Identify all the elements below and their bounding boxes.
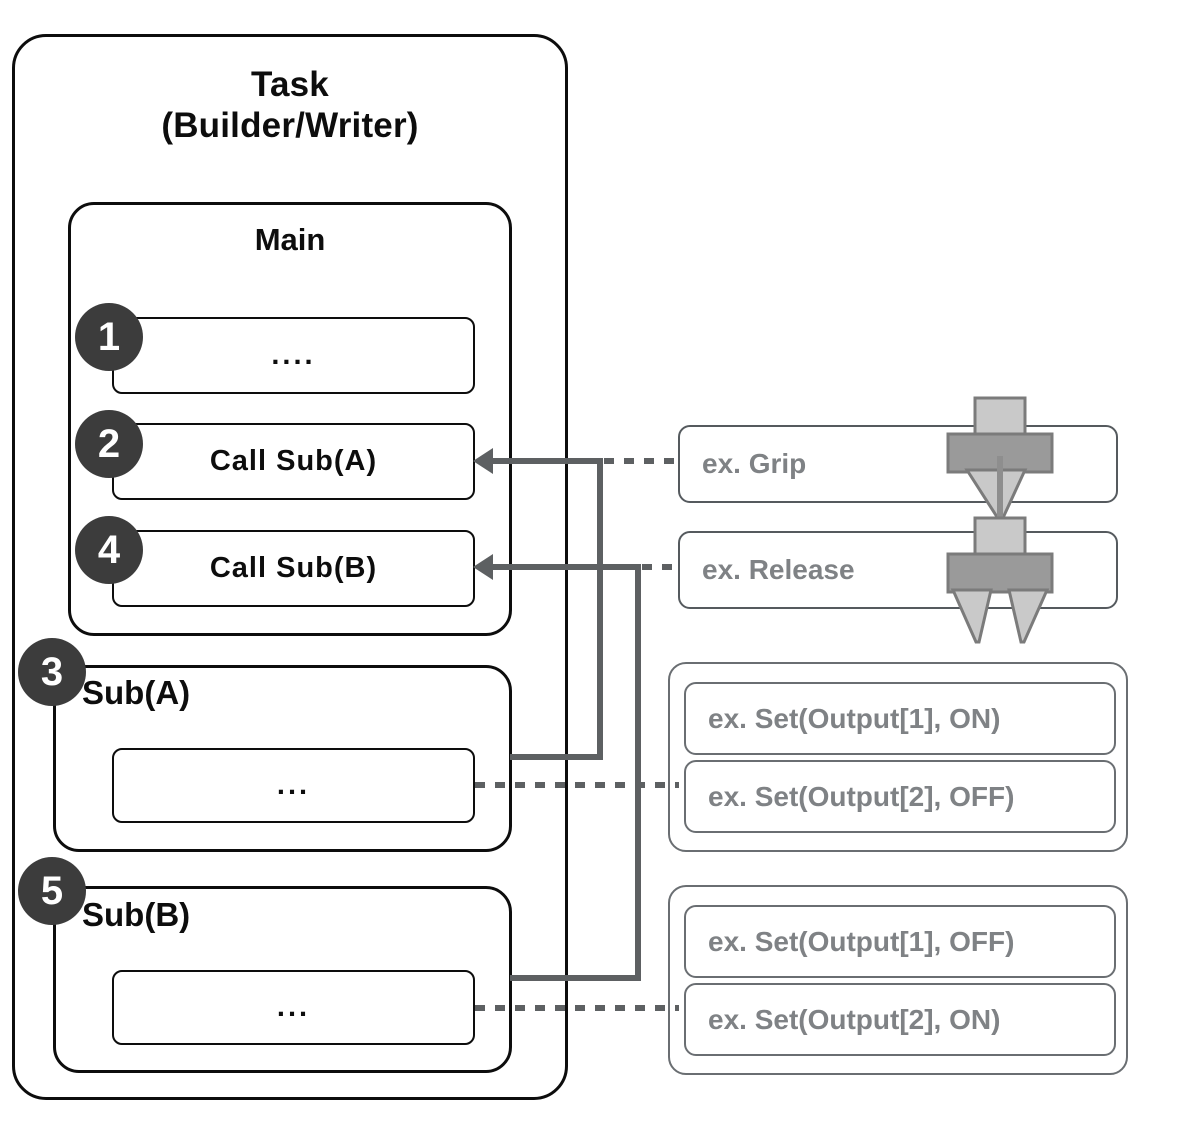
dotted-link-sub-b-outputs xyxy=(475,1005,679,1011)
step-badge-5-number: 5 xyxy=(40,868,64,913)
arrow-head-call-sub-b xyxy=(473,554,493,580)
sub-a-title-text: Sub(A) xyxy=(82,674,191,711)
step-badge-2-number: 2 xyxy=(97,421,121,466)
dotted-link-sub-a-outputs xyxy=(475,782,679,788)
main-statement-call-sub-b[interactable]: Call Sub(B) xyxy=(112,530,475,607)
connector-sub-a-vertical xyxy=(597,458,603,758)
main-statement-2-text: Call Sub(A) xyxy=(209,445,378,477)
arrow-head-call-sub-a xyxy=(473,448,493,474)
connector-sub-b-top xyxy=(492,564,638,570)
sub-b-statement-text: ... xyxy=(276,991,311,1023)
main-statement-call-sub-a[interactable]: Call Sub(A) xyxy=(112,423,475,500)
main-statement-3-text: Call Sub(B) xyxy=(209,552,378,584)
step-badge-3-number: 3 xyxy=(40,649,64,694)
connector-sub-a-bottom xyxy=(510,754,603,760)
dotted-link-grip xyxy=(604,458,680,464)
main-title: Main xyxy=(68,222,512,259)
step-badge-2: 2 xyxy=(75,410,143,478)
connector-sub-a-top xyxy=(492,458,600,464)
example-release-label: ex. Release xyxy=(702,554,855,585)
task-title-line2: (Builder/Writer) xyxy=(161,106,419,146)
sub-b-title: Sub(B) xyxy=(82,896,190,934)
main-title-text: Main xyxy=(254,222,326,257)
example-grip-label: ex. Grip xyxy=(702,448,807,479)
task-title-line1: Task xyxy=(251,65,329,104)
example-set-output-2-off-label: ex. Set(Output[2], OFF) xyxy=(708,780,1015,812)
example-set-output-1-off[interactable]: ex. Set(Output[1], OFF) xyxy=(684,905,1116,978)
sub-a-title: Sub(A) xyxy=(82,674,190,712)
gripper-open-icon xyxy=(946,516,1054,644)
sub-b-title-text: Sub(B) xyxy=(82,896,191,933)
example-set-output-1-off-label: ex. Set(Output[1], OFF) xyxy=(708,925,1015,957)
gripper-closed-icon xyxy=(946,396,1054,522)
example-set-output-2-off[interactable]: ex. Set(Output[2], OFF) xyxy=(684,760,1116,833)
step-badge-1: 1 xyxy=(75,303,143,371)
step-badge-5: 5 xyxy=(18,857,86,925)
connector-sub-b-bottom xyxy=(510,975,641,981)
example-set-output-1-on[interactable]: ex. Set(Output[1], ON) xyxy=(684,682,1116,755)
example-set-output-1-on-label: ex. Set(Output[1], ON) xyxy=(708,702,1001,734)
step-badge-1-number: 1 xyxy=(97,314,121,359)
example-set-output-2-on[interactable]: ex. Set(Output[2], ON) xyxy=(684,983,1116,1056)
task-title: Task (Builder/Writer) xyxy=(12,64,568,147)
sub-a-statement-text: ... xyxy=(276,769,311,801)
step-badge-4: 4 xyxy=(75,516,143,584)
sub-a-statement[interactable]: ... xyxy=(112,748,475,823)
sub-b-statement[interactable]: ... xyxy=(112,970,475,1045)
main-statement-1-text: .... xyxy=(271,339,316,371)
step-badge-4-number: 4 xyxy=(97,527,121,572)
example-set-output-2-on-label: ex. Set(Output[2], ON) xyxy=(708,1003,1001,1035)
step-badge-3: 3 xyxy=(18,638,86,706)
dotted-link-release xyxy=(642,564,680,570)
connector-sub-b-vertical xyxy=(635,564,641,978)
main-statement-1[interactable]: .... xyxy=(112,317,475,394)
